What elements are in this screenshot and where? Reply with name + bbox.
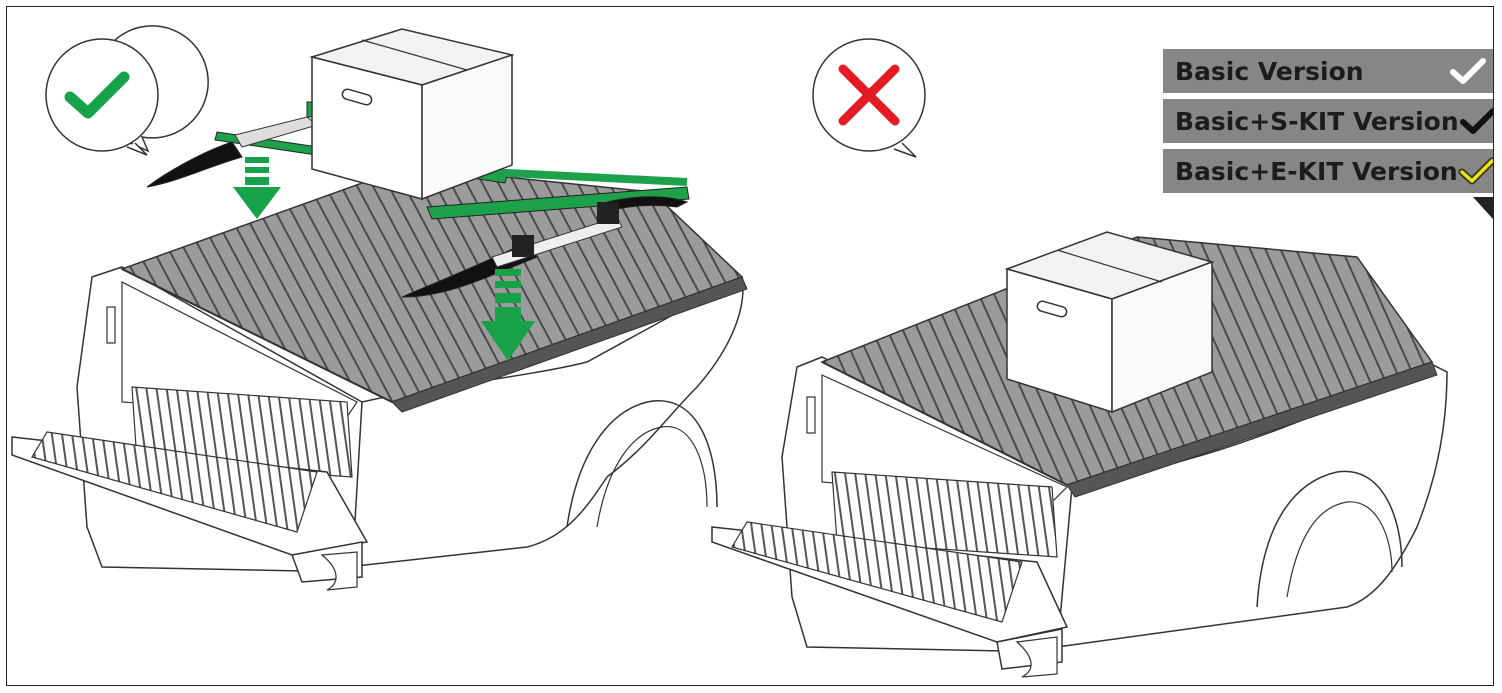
check-mark-icon: [1459, 108, 1493, 134]
cargo-box-on-rails: [309, 28, 515, 201]
down-arrow-left: [233, 157, 281, 219]
left-scene-correct: [11, 25, 748, 591]
version-label: Basic Version: [1175, 56, 1364, 86]
diagram-frame: Basic Version Basic+S-KIT Version Basic+…: [6, 6, 1494, 686]
version-basic: Basic Version: [1163, 49, 1493, 93]
version-basic-s-kit: Basic+S-KIT Version: [1163, 99, 1493, 143]
bad-bubble: [812, 38, 926, 158]
cargo-box-on-cover: [1004, 231, 1215, 414]
truck-bed-left: [11, 166, 748, 591]
version-basic-e-kit: Basic+E-KIT Version: [1163, 149, 1493, 193]
illustration: [11, 25, 1448, 678]
crossbars: [146, 101, 690, 298]
ok-bubble: [45, 25, 209, 156]
version-list: Basic Version Basic+S-KIT Version Basic+…: [1163, 49, 1493, 199]
right-scene-incorrect: [711, 38, 1448, 678]
version-label: Basic+E-KIT Version: [1175, 156, 1458, 186]
check-mark-outline-icon: [1458, 157, 1493, 185]
cross-mark-icon: [838, 64, 900, 126]
check-mark-icon: [64, 71, 130, 119]
corner-tab: [1473, 197, 1493, 219]
check-mark-icon: [1450, 58, 1486, 84]
down-arrow-right: [481, 269, 535, 361]
version-label: Basic+S-KIT Version: [1175, 106, 1459, 136]
